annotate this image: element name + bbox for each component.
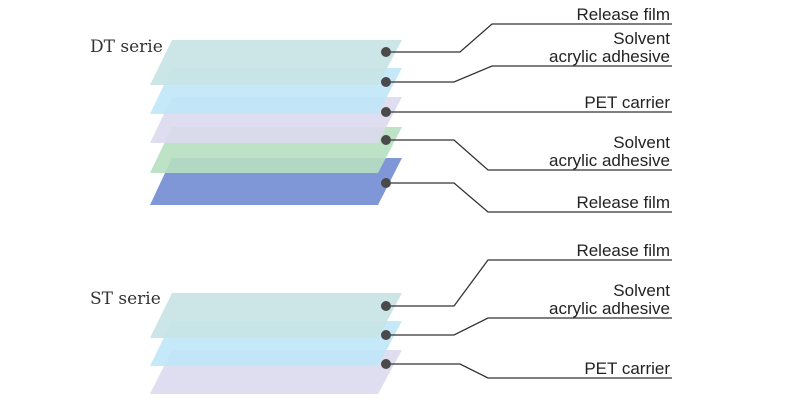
st-label-solvent: Solvent (613, 281, 670, 300)
dt-dot-1 (381, 47, 391, 57)
dt-dot-2 (381, 77, 391, 87)
st-label-pet-carrier: PET carrier (584, 359, 670, 378)
st-leader-lines (386, 259, 672, 379)
st-leader-1 (386, 259, 672, 307)
dt-label-solvent-2: Solvent (613, 133, 670, 152)
dt-serie-title: DT serie (90, 37, 163, 57)
dt-leader-1 (386, 23, 672, 53)
st-leader-3 (386, 363, 672, 379)
dt-dot-3 (381, 107, 391, 117)
dt-leader-4 (386, 139, 672, 171)
dt-serie: DT serie Release film Solvent acry (90, 5, 672, 213)
dt-label-release-film-top: Release film (576, 5, 670, 24)
st-serie: ST serie Release film Solvent acrylic ad… (90, 241, 672, 394)
dt-label-adhesive-1: acrylic adhesive (549, 47, 670, 66)
st-dot-2 (381, 330, 391, 340)
st-label-release-film: Release film (576, 241, 670, 260)
st-dots (381, 301, 391, 369)
st-layer-stack (150, 293, 402, 394)
st-dot-3 (381, 359, 391, 369)
dt-label-pet-carrier: PET carrier (584, 93, 670, 112)
dt-dots (381, 47, 391, 188)
dt-label-adhesive-2: acrylic adhesive (549, 151, 670, 170)
st-serie-title: ST serie (90, 289, 161, 309)
dt-label-solvent-1: Solvent (613, 29, 670, 48)
st-leader-2 (386, 317, 672, 336)
dt-layer-release-film-top (150, 40, 402, 85)
st-dot-1 (381, 301, 391, 311)
dt-leader-5 (386, 182, 672, 213)
dt-leader-2 (386, 65, 672, 83)
st-labels: Release film Solvent acrylic adhesive PE… (549, 241, 670, 378)
dt-label-release-film-bottom: Release film (576, 193, 670, 212)
dt-dot-4 (381, 135, 391, 145)
dt-layer-stack (150, 40, 402, 205)
dt-dot-5 (381, 178, 391, 188)
dt-labels: Release film Solvent acrylic adhesive PE… (549, 5, 670, 212)
st-layer-release-film (150, 293, 402, 338)
st-label-adhesive: acrylic adhesive (549, 299, 670, 318)
dt-leader-lines (386, 23, 672, 213)
